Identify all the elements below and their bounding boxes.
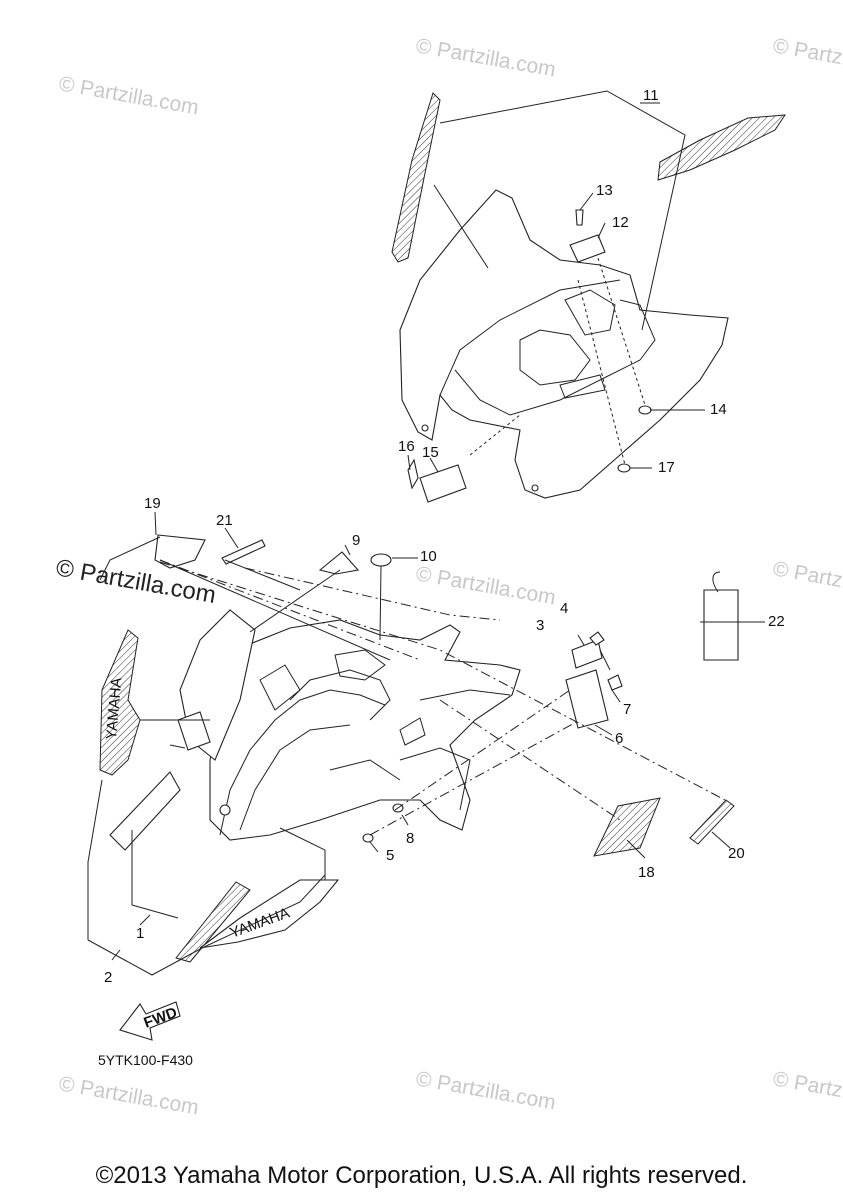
callout-5: 5 [386, 847, 394, 864]
decal-9 [318, 551, 360, 575]
callout-4: 4 [560, 600, 568, 617]
decal-21 [221, 539, 266, 565]
watermark: © Partzilla.com [771, 1067, 843, 1114]
diagram-code: 5YTK100-F430 [98, 1052, 193, 1068]
nut-14 [638, 405, 652, 415]
callout-18: 18 [638, 864, 655, 881]
nut-17 [617, 463, 631, 473]
watermark: © Partzilla.com [414, 1067, 557, 1114]
watermark: © Partzilla.com [57, 1072, 200, 1119]
decal-brand-text: YAMAHA [103, 677, 125, 740]
tag-22 [703, 589, 739, 661]
plate-6 [565, 669, 609, 729]
callout-10: 10 [420, 548, 437, 565]
watermark: © Partzilla.com [414, 34, 557, 81]
front-fender-assembly: YAMAHA YAMAHA [87, 511, 765, 976]
watermark: © Partzilla.com [414, 562, 557, 609]
callout-21: 21 [216, 512, 233, 529]
callout-17: 17 [658, 459, 675, 476]
watermark: © Partzilla.com [57, 72, 200, 119]
callout-13: 13 [596, 182, 613, 199]
front-decal-1 [175, 881, 251, 963]
callout-3: 3 [536, 617, 544, 634]
bolt-13 [575, 209, 584, 226]
callout-20: 20 [728, 845, 745, 862]
callout-labels: 11 13 12 14 16 15 17 19 21 9 10 4 3 22 7… [104, 87, 785, 986]
rear-decal-left [391, 92, 441, 263]
plate-12 [569, 234, 606, 263]
copyright-notice: ©2013 Yamaha Motor Corporation, U.S.A. A… [95, 1162, 748, 1189]
front-decal-left [99, 629, 141, 776]
callout-12: 12 [612, 214, 629, 231]
callout-7: 7 [623, 701, 631, 718]
decal-20 [689, 799, 735, 845]
emblem-10 [370, 553, 392, 567]
plate-3 [571, 639, 603, 669]
rear-decal-right [657, 114, 786, 181]
callout-11: 11 [643, 87, 659, 104]
watermark-large: © Partzilla.com [54, 554, 218, 609]
watermark: © Partzilla.com [771, 34, 843, 81]
bolt-4 [589, 631, 605, 646]
watermark-layer: © Partzilla.com © Partzilla.com © Partzi… [54, 34, 843, 1119]
decal-2b [199, 879, 340, 949]
rear-fender-assembly [391, 90, 786, 503]
forward-label: FWD [142, 1004, 180, 1032]
callout-1: 1 [136, 925, 144, 942]
watermark: © Partzilla.com [771, 557, 843, 604]
callout-9: 9 [352, 532, 360, 549]
bolt-7 [607, 674, 623, 691]
rear-fender-body [399, 189, 729, 499]
callout-14: 14 [710, 401, 727, 418]
nut-5 [362, 833, 374, 843]
callout-8: 8 [406, 830, 414, 847]
callout-15: 15 [422, 444, 439, 461]
plate-15 [419, 464, 467, 503]
callout-19: 19 [144, 495, 161, 512]
front-fender-body [209, 619, 521, 841]
forward-arrow: FWD [119, 1001, 181, 1041]
callout-6: 6 [615, 730, 623, 747]
callout-16: 16 [398, 438, 415, 455]
decal-19 [154, 534, 206, 569]
decal-18 [593, 797, 661, 857]
bolt-16 [407, 458, 419, 490]
callout-2: 2 [104, 969, 112, 986]
callout-22: 22 [768, 613, 785, 630]
